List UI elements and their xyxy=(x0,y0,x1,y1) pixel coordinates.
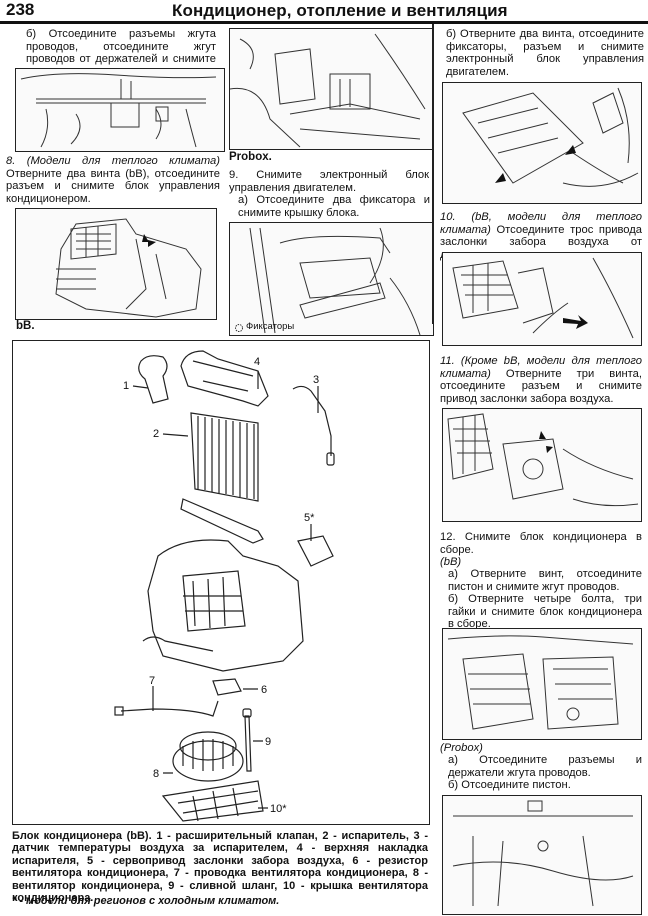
expansion-valve-part xyxy=(138,355,169,404)
gasket-part xyxy=(180,498,264,544)
resistor-part xyxy=(212,678,242,696)
col2-step9: 9. Снимите электронный блок управления д… xyxy=(229,169,429,194)
page-number: 238 xyxy=(6,0,35,19)
col3-step10: 10. (bB, модели для теплого климата) Отс… xyxy=(440,211,642,261)
col3-probox-a: а) Отсоедините разъемы и держатели жгута… xyxy=(448,754,642,779)
wiring-part xyxy=(120,700,219,717)
figure-amplifier xyxy=(15,68,225,152)
step11-model: 11. (Кроме bB, модели для теплого климат… xyxy=(440,355,642,380)
part-label-4: 4 xyxy=(254,356,260,368)
blower-fan-part xyxy=(172,740,244,782)
arrow-icon xyxy=(495,145,576,183)
figure-ecu-cover: Фиксаторы xyxy=(229,222,434,336)
part-label-6: 6 xyxy=(261,684,267,696)
part-label-9: 9 xyxy=(265,736,271,748)
col3-probox: (Probox) xyxy=(440,742,483,754)
step8-text: Отверните два винта (bB), отсоедините ра… xyxy=(6,167,220,205)
col2-fig-caption: Probox. xyxy=(229,151,272,163)
col3-step12-a: а) Отверните винт, отсоедините пистон и … xyxy=(448,568,642,593)
temperature-sensor-part xyxy=(292,385,332,456)
col1-step8: 8. (Модели для теплого климата) Отвернит… xyxy=(6,155,220,205)
figure-ac-exploded-diagram: 1 2 3 4 5* 6 7 8 9 10* xyxy=(12,340,430,825)
air-intake-illustration xyxy=(452,257,634,339)
header-rule xyxy=(0,21,648,24)
upper-cover-part xyxy=(180,350,269,407)
figure-air-intake-cable xyxy=(442,252,642,346)
ecu-removal-illustration xyxy=(462,87,639,187)
ac-unit-illustration xyxy=(55,218,202,318)
col3-step12-b: б) Отверните четыре болта, три гайки и с… xyxy=(448,593,642,631)
part-label-7: 7 xyxy=(149,675,155,687)
arrow-icon xyxy=(142,234,156,247)
actuator-illustration xyxy=(447,413,639,507)
part-label-5: 5* xyxy=(304,512,315,524)
fastener-marker-icon xyxy=(235,324,243,332)
col3-probox-b: б) Отсоедините пистон. xyxy=(448,779,571,791)
diagram-footnote: * - модели для регионов с холодным клима… xyxy=(12,895,280,907)
servo-part xyxy=(297,535,334,567)
exploded-diagram-illustration: 1 2 3 4 5* 6 7 8 9 10* xyxy=(114,350,335,822)
figure-ecu-removal xyxy=(442,82,642,204)
part-label-2: 2 xyxy=(153,428,159,440)
step8-model: 8. (Модели для теплого климата) xyxy=(6,155,220,167)
col3-step12: 12. Снимите блок кондиционера в сборе. xyxy=(440,531,642,556)
fasteners-label: Фиксаторы xyxy=(246,321,295,332)
evaporator-part xyxy=(190,412,259,502)
diagram-caption-body: 1 - расширительный клапан, 2 - испарител… xyxy=(12,830,429,905)
probox-piston-illustration xyxy=(452,800,634,907)
part-label-10: 10* xyxy=(270,803,287,815)
figure-air-intake-actuator xyxy=(442,408,642,522)
diagram-caption-title: Блок кондиционера (bB). xyxy=(12,830,152,842)
page-title: Кондиционер, отопление и вентиляция xyxy=(172,1,508,20)
step11-text: Отверните три винта, отсоедините разъем … xyxy=(440,367,643,405)
step10-model: 10. (bB, модели для теплого климата) xyxy=(440,211,642,236)
diagram-caption: Блок кондиционера (bB). 1 - расширительн… xyxy=(12,830,428,904)
figure-probox-ecu xyxy=(229,28,434,150)
col3-step-b: б) Отверните два винта, отсоедините фикс… xyxy=(446,28,644,78)
column-divider xyxy=(432,24,434,324)
probox-ecu-illustration xyxy=(230,33,426,148)
part-label-3: 3 xyxy=(313,374,319,386)
part-label-1: 1 xyxy=(123,380,129,392)
figure-ac-control-unit xyxy=(15,208,217,320)
col3-step11: 11. (Кроме bB, модели для теплого климат… xyxy=(440,355,642,405)
col1-fig-caption: bB. xyxy=(16,320,35,332)
arrow-icon xyxy=(539,431,553,453)
drain-hose-part xyxy=(244,715,252,772)
arrow-right-icon xyxy=(563,315,588,329)
ecu-cover-illustration xyxy=(235,227,421,335)
col2-step9-a: а) Отсоедините два фиксатора и снимите к… xyxy=(238,194,430,219)
ac-assembly-illustration xyxy=(447,635,634,730)
amplifier-illustration xyxy=(20,73,217,148)
figure-probox-piston xyxy=(442,795,642,915)
part-label-8: 8 xyxy=(153,768,159,780)
blower-housing-part xyxy=(147,539,304,672)
figure-ac-assembly xyxy=(442,628,642,740)
col3-step12-bb: (bB) xyxy=(440,556,462,568)
blower-cover-part xyxy=(161,780,264,822)
